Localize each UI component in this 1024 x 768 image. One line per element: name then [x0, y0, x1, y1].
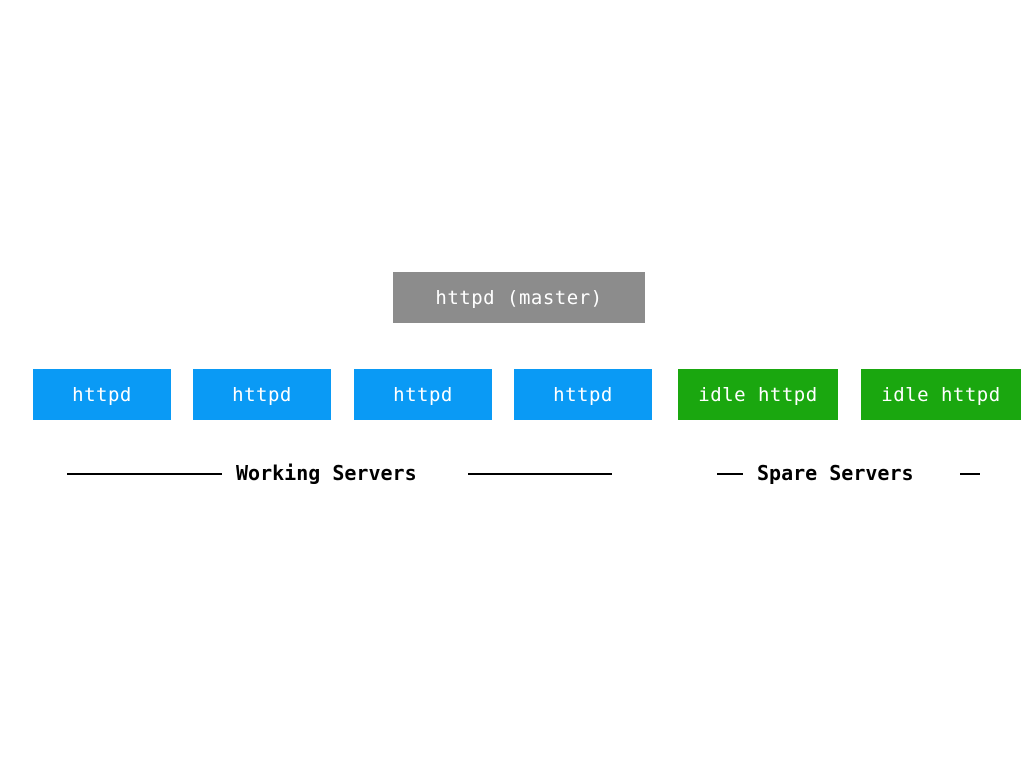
worker-process-label: httpd: [232, 383, 292, 406]
working-group-line-right: [468, 473, 612, 475]
master-process-label: httpd (master): [435, 286, 603, 309]
working-group-line-left: [67, 473, 222, 475]
working-servers-label: Working Servers: [236, 461, 417, 485]
spare-group-line-right: [960, 473, 980, 475]
worker-process-label: httpd: [72, 383, 132, 406]
worker-process-box: httpd: [514, 369, 652, 420]
spare-process-box: idle httpd: [678, 369, 838, 420]
worker-process-box: httpd: [33, 369, 171, 420]
worker-process-box: httpd: [354, 369, 492, 420]
master-process-box: httpd (master): [393, 272, 645, 323]
spare-process-box: idle httpd: [861, 369, 1021, 420]
spare-group-line-left: [717, 473, 743, 475]
spare-process-label: idle httpd: [881, 383, 1001, 406]
worker-process-label: httpd: [393, 383, 453, 406]
worker-process-box: httpd: [193, 369, 331, 420]
worker-process-label: httpd: [553, 383, 613, 406]
spare-process-label: idle httpd: [698, 383, 818, 406]
spare-servers-label: Spare Servers: [757, 461, 914, 485]
